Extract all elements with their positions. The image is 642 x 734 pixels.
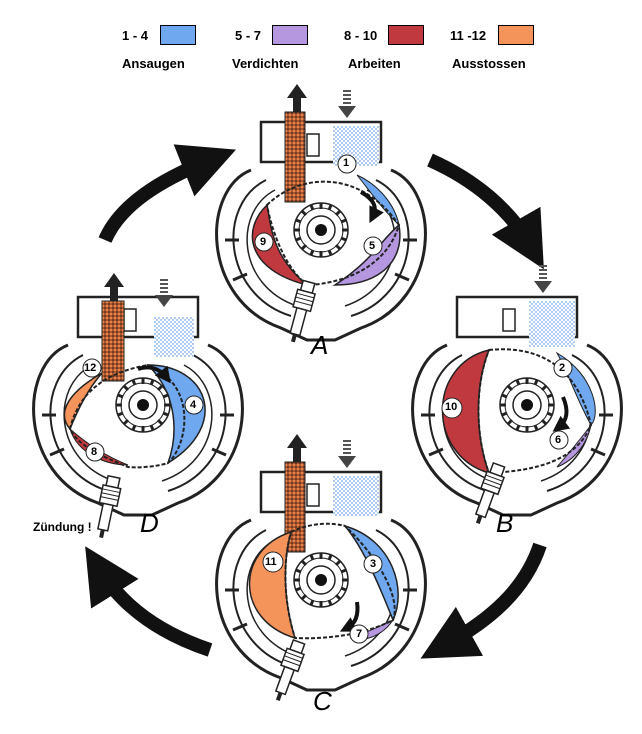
legend-swatch-compression bbox=[272, 25, 308, 45]
engine-label-d: D bbox=[140, 508, 159, 538]
legend-range-compression: 5 - 7 bbox=[235, 28, 262, 43]
cycle-arrow-d-to-a bbox=[98, 144, 236, 244]
engine-a bbox=[215, 84, 427, 345]
cycle-arrow-a-to-b bbox=[427, 153, 544, 270]
stage-number-10: 10 bbox=[445, 401, 458, 413]
stage-number-11: 11 bbox=[265, 556, 277, 568]
stage-number-6: 6 bbox=[555, 434, 562, 446]
stage-number-8: 8 bbox=[91, 446, 98, 458]
stage-number-4: 4 bbox=[190, 399, 197, 411]
stage-number-1: 1 bbox=[343, 157, 350, 169]
cycle-arrow-c-to-d bbox=[85, 546, 213, 657]
engine-label-b: B bbox=[496, 508, 514, 538]
stage-number-5: 5 bbox=[369, 240, 376, 252]
stage-number-9: 9 bbox=[260, 236, 267, 248]
legend-label-compression: Verdichten bbox=[232, 56, 299, 71]
engine-label-a: A bbox=[311, 330, 329, 360]
engine-d bbox=[32, 273, 244, 541]
cycle-arrow-b-to-c bbox=[420, 542, 547, 659]
legend-range-power: 8 - 10 bbox=[344, 28, 378, 43]
legend-swatch-exhaust bbox=[498, 25, 534, 45]
legend-swatch-intake bbox=[160, 25, 196, 45]
stage-number-12: 12 bbox=[84, 362, 97, 374]
legend-label-power: Arbeiten bbox=[348, 56, 401, 71]
legend-swatch-power bbox=[388, 25, 424, 45]
ignition-label: Zündung ! bbox=[33, 520, 92, 534]
engine-c bbox=[215, 434, 427, 705]
engine-b bbox=[411, 265, 623, 528]
engine-label-c: C bbox=[313, 686, 332, 716]
cycle-arrows bbox=[85, 144, 547, 659]
legend-range-exhaust: 11 -12 bbox=[450, 28, 487, 43]
legend-range-intake: 1 - 4 bbox=[122, 28, 149, 43]
stage-number-7: 7 bbox=[356, 628, 363, 640]
stage-number-3: 3 bbox=[370, 558, 377, 570]
stage-number-2: 2 bbox=[559, 362, 566, 374]
legend-label-intake: Ansaugen bbox=[122, 56, 185, 71]
legend-label-exhaust: Ausstossen bbox=[452, 56, 526, 71]
